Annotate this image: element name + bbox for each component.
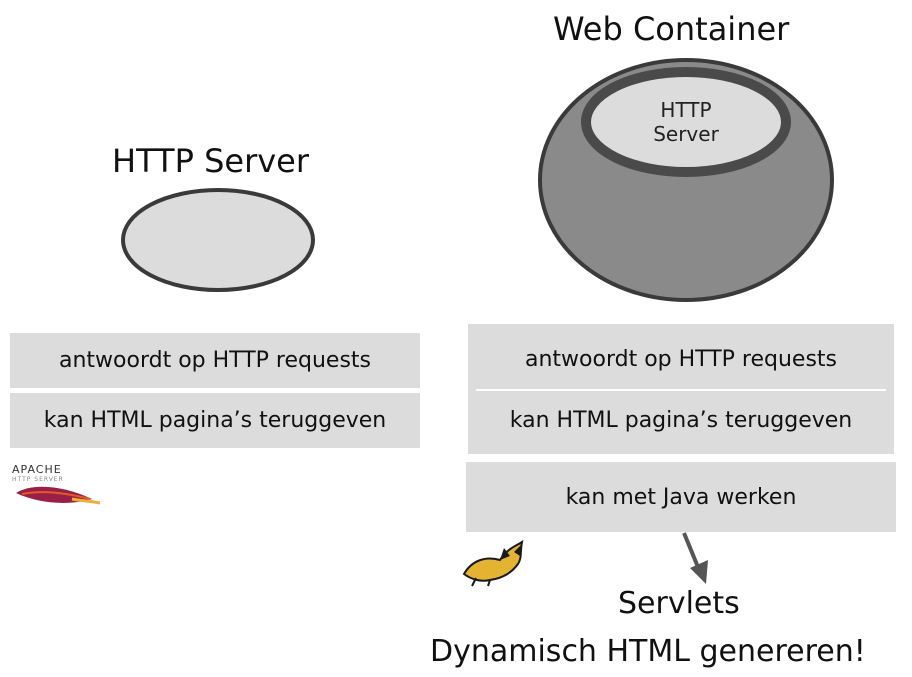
left-box-html: kan HTML pagina’s teruggeven bbox=[10, 393, 420, 448]
web-container-title: Web Container bbox=[553, 10, 790, 48]
right-box-requests: antwoordt op HTTP requests bbox=[476, 332, 886, 387]
right-box-java: kan met Java werken bbox=[466, 462, 896, 532]
servlets-label: Servlets bbox=[618, 586, 740, 621]
right-box-html: kan HTML pagina’s teruggeven bbox=[476, 393, 886, 448]
http-server-ellipse bbox=[121, 188, 315, 292]
inner-label-line1: HTTP bbox=[660, 98, 712, 122]
left-box-requests: antwoordt op HTTP requests bbox=[10, 333, 420, 388]
right-box-divider bbox=[476, 389, 886, 391]
apache-feather-icon bbox=[16, 486, 101, 505]
apache-logo: APACHE HTTP SERVER bbox=[12, 463, 102, 513]
arrowhead bbox=[690, 560, 708, 584]
dynamic-html-label: Dynamisch HTML genereren! bbox=[430, 634, 866, 669]
apache-logo-sub: HTTP SERVER bbox=[12, 476, 64, 483]
inner-http-server-label: HTTP Server bbox=[636, 98, 736, 146]
apache-logo-name: APACHE bbox=[12, 463, 62, 476]
tomcat-icon bbox=[462, 539, 524, 587]
http-server-title: HTTP Server bbox=[112, 142, 309, 180]
inner-label-line2: Server bbox=[653, 122, 719, 146]
inner-http-server-ellipse bbox=[581, 67, 791, 177]
